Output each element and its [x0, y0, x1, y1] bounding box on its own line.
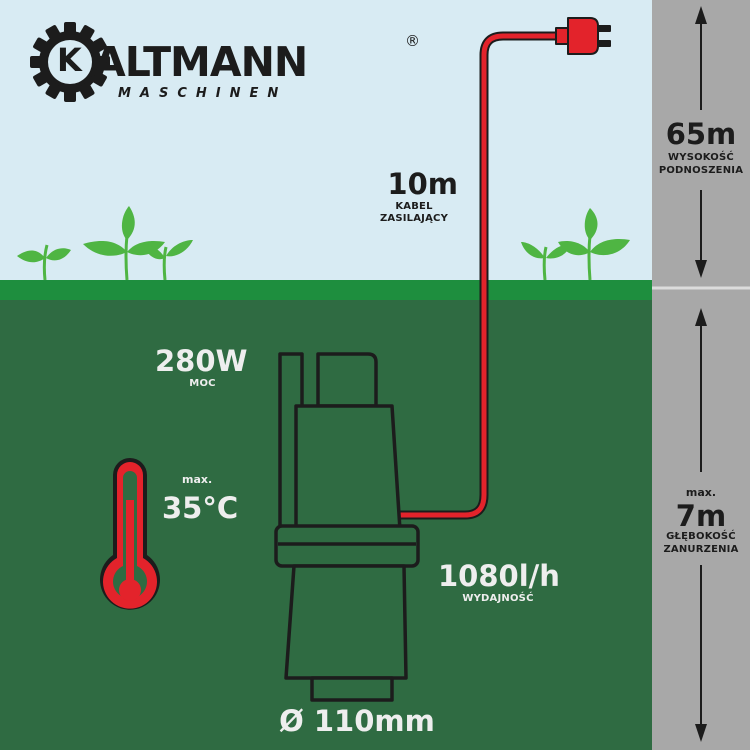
depth-prefix: max.	[685, 486, 717, 499]
cable-label-line1: KABEL	[395, 201, 433, 212]
double-arrow-icon	[695, 308, 707, 742]
registered-mark: ®	[405, 32, 420, 50]
plant-icon	[17, 244, 71, 281]
sky	[0, 0, 652, 282]
temperature-prefix: max.	[182, 473, 213, 486]
grass-strip	[0, 280, 652, 300]
plug-icon	[555, 17, 611, 55]
temperature-value: 35°C	[162, 491, 239, 525]
power-label: MOC	[189, 378, 216, 389]
flow-value: 1080l/h	[438, 559, 560, 593]
lift-label-line1: WYSOKOŚĆ	[668, 152, 734, 163]
cable-length-value: 10m	[387, 167, 458, 201]
lift-label-line2: PODNOSZENIA	[658, 165, 744, 176]
cable-label-line2: ZASILAJĄCY	[379, 213, 449, 224]
logo-letter: K	[57, 41, 82, 79]
brand-subtitle: MASCHINEN	[118, 86, 288, 101]
brand-name: ALTMANN	[94, 38, 308, 86]
pump-diameter: Ø 110mm	[279, 704, 435, 738]
plant-icon	[558, 208, 630, 281]
power-value: 280W	[155, 344, 248, 378]
gear-logo-icon	[30, 22, 110, 102]
depth-label-line1: GŁĘBOKOŚĆ	[666, 531, 736, 542]
flow-label: WYDAJNOŚĆ	[462, 593, 534, 604]
power-cable	[398, 33, 558, 518]
depth-value: 7m	[675, 499, 727, 533]
plant-icon	[143, 240, 193, 281]
lift-height-value: 65m	[665, 117, 737, 151]
pump-icon	[274, 352, 420, 702]
thermometer-icon	[100, 458, 160, 610]
depth-label-line2: ZANURZENIA	[663, 544, 739, 555]
double-arrow-icon	[695, 6, 707, 278]
